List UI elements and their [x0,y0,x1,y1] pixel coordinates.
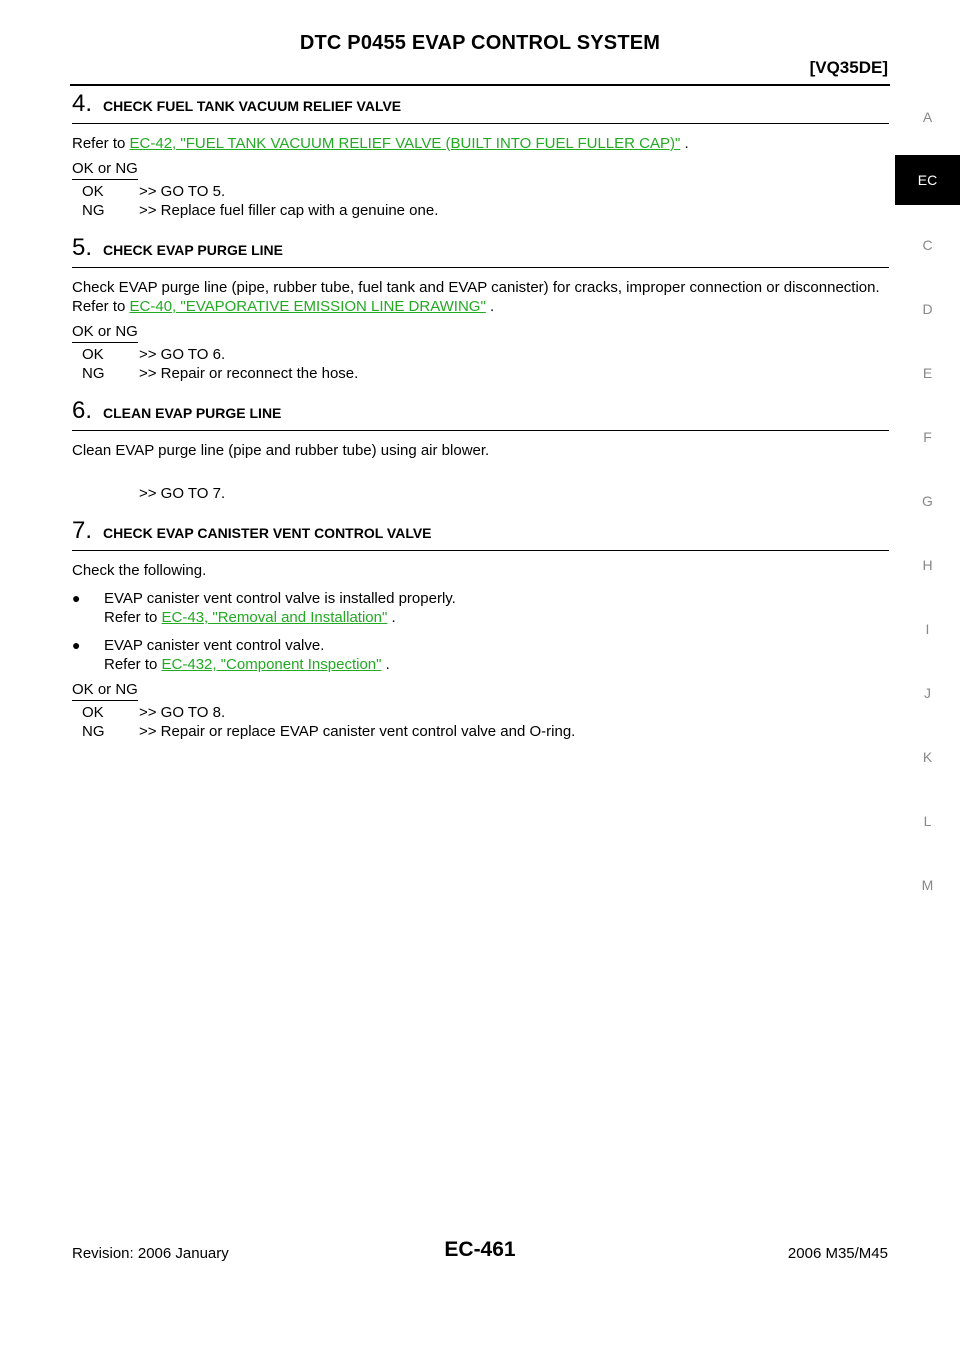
refer-prefix: Refer to [72,135,130,152]
step-number: 7. [72,517,93,544]
tab-k[interactable]: K [922,749,933,765]
tab-h[interactable]: H [922,557,933,573]
bullet-item: ● EVAP canister vent control valve is in… [72,589,889,627]
tab-j[interactable]: J [924,685,931,701]
tab-f[interactable]: F [923,429,932,445]
step-6-heading: 6. CLEAN EVAP PURGE LINE [72,397,889,431]
tab-l[interactable]: L [923,813,932,829]
step-title: CHECK EVAP CANISTER VENT CONTROL VALVE [103,525,432,541]
step-7: 7. CHECK EVAP CANISTER VENT CONTROL VALV… [72,517,889,741]
result-text: >> Repair or replace EVAP canister vent … [139,723,576,740]
step-6: 6. CLEAN EVAP PURGE LINE Clean EVAP purg… [72,397,889,503]
tab-i[interactable]: I [925,621,930,637]
ng-result: NG >> Repair or reconnect the hose. [72,364,889,383]
result-key: OK [82,704,104,721]
bullet-text: EVAP canister vent control valve. [104,637,325,654]
refer-suffix: . [381,656,390,673]
step-number: 5. [72,234,93,261]
step-5-heading: 5. CHECK EVAP PURGE LINE [72,234,889,268]
step-title: CHECK EVAP PURGE LINE [103,242,283,258]
ng-result: NG >> Repair or replace EVAP canister ven… [72,722,889,741]
header-rule [70,84,890,86]
refer-suffix: . [680,135,689,152]
tab-e[interactable]: E [922,365,933,381]
page-title: DTC P0455 EVAP CONTROL SYSTEM [299,32,661,54]
tab-a[interactable]: A [922,109,933,125]
result-text: >> Repair or reconnect the hose. [139,365,359,382]
step-7-body: Check the following. [72,562,207,579]
refer-prefix: Refer to [72,298,130,315]
step-number: 4. [72,90,93,117]
step-7-results: OK >> GO TO 8. NG >> Repair or replace EVA… [72,703,889,741]
step-7-heading: 7. CHECK EVAP CANISTER VENT CONTROL VALV… [72,517,889,551]
goto-result: >> GO TO 7. [139,485,226,502]
page-number: EC-461 [444,1238,516,1261]
step-title: CLEAN EVAP PURGE LINE [103,405,282,421]
bullet-icon: ● [72,637,81,653]
tab-c[interactable]: C [922,237,933,253]
step-title: CHECK FUEL TANK VACUUM RELIEF VALVE [103,98,402,114]
tab-m[interactable]: M [921,877,934,893]
revision-label: Revision: 2006 January [72,1245,229,1262]
result-key: NG [82,365,105,382]
result-text: >> GO TO 8. [139,704,226,721]
engine-model-label: [VQ35DE] [809,58,888,77]
procedure-content: 4. CHECK FUEL TANK VACUUM RELIEF VALVE R… [72,90,889,741]
tab-ec[interactable]: EC [895,155,960,205]
ok-result: OK >> GO TO 5. [72,182,889,201]
result-text: >> Replace fuel filler cap with a genuin… [139,202,439,219]
reference-link-ec43[interactable]: EC-43, "Removal and Installation" [161,609,388,626]
step-5: 5. CHECK EVAP PURGE LINE Check EVAP purg… [72,234,889,383]
bullet-item: ● EVAP canister vent control valve. Refe… [72,636,889,674]
ok-or-ng-label: OK or NG [72,323,138,343]
step-4-reference: Refer to EC-42, "FUEL TANK VACUUM RELIEF… [72,134,889,153]
refer-suffix: . [387,609,396,626]
ok-or-ng-label: OK or NG [72,681,138,701]
step-6-body: Clean EVAP purge line (pipe and rubber t… [72,442,490,459]
section-index-tabs: A EC C D E F G H I J K L M [895,0,960,1358]
reference-link-ec432[interactable]: EC-432, "Component Inspection" [161,656,382,673]
result-key: OK [82,183,104,200]
step-4-heading: 4. CHECK FUEL TANK VACUUM RELIEF VALVE [72,90,889,124]
step-4-results: OK >> GO TO 5. NG >> Replace fuel filler c… [72,182,889,220]
reference-link-ec40[interactable]: EC-40, "EVAPORATIVE EMISSION LINE DRAWIN… [129,298,486,315]
refer-prefix: Refer to [104,609,162,626]
tab-g[interactable]: G [922,493,933,509]
result-key: OK [82,346,104,363]
step-5-results: OK >> GO TO 6. NG >> Repair or reconnect t… [72,345,889,383]
tab-d[interactable]: D [922,301,933,317]
result-key: NG [82,723,105,740]
result-text: >> GO TO 5. [139,183,226,200]
step-5-body: Check EVAP purge line (pipe, rubber tube… [72,279,880,296]
ok-or-ng-label: OK or NG [72,160,138,180]
result-key: NG [82,202,105,219]
refer-suffix: . [485,298,495,315]
bullet-icon: ● [72,590,81,606]
ng-result: NG >> Replace fuel filler cap with a genu… [72,201,889,220]
ok-result: OK >> GO TO 6. [72,345,889,364]
step-5-reference: Refer to EC-40, "EVAPORATIVE EMISSION LI… [72,297,889,316]
step-number: 6. [72,397,93,424]
bullet-text: EVAP canister vent control valve is inst… [104,590,456,607]
ok-result: OK >> GO TO 8. [72,703,889,722]
reference-link-ec42[interactable]: EC-42, "FUEL TANK VACUUM RELIEF VALVE (B… [129,135,681,152]
vehicle-model-label: 2006 M35/M45 [787,1245,888,1262]
result-text: >> GO TO 6. [139,346,226,363]
refer-prefix: Refer to [104,656,162,673]
step-4: 4. CHECK FUEL TANK VACUUM RELIEF VALVE R… [72,90,889,220]
